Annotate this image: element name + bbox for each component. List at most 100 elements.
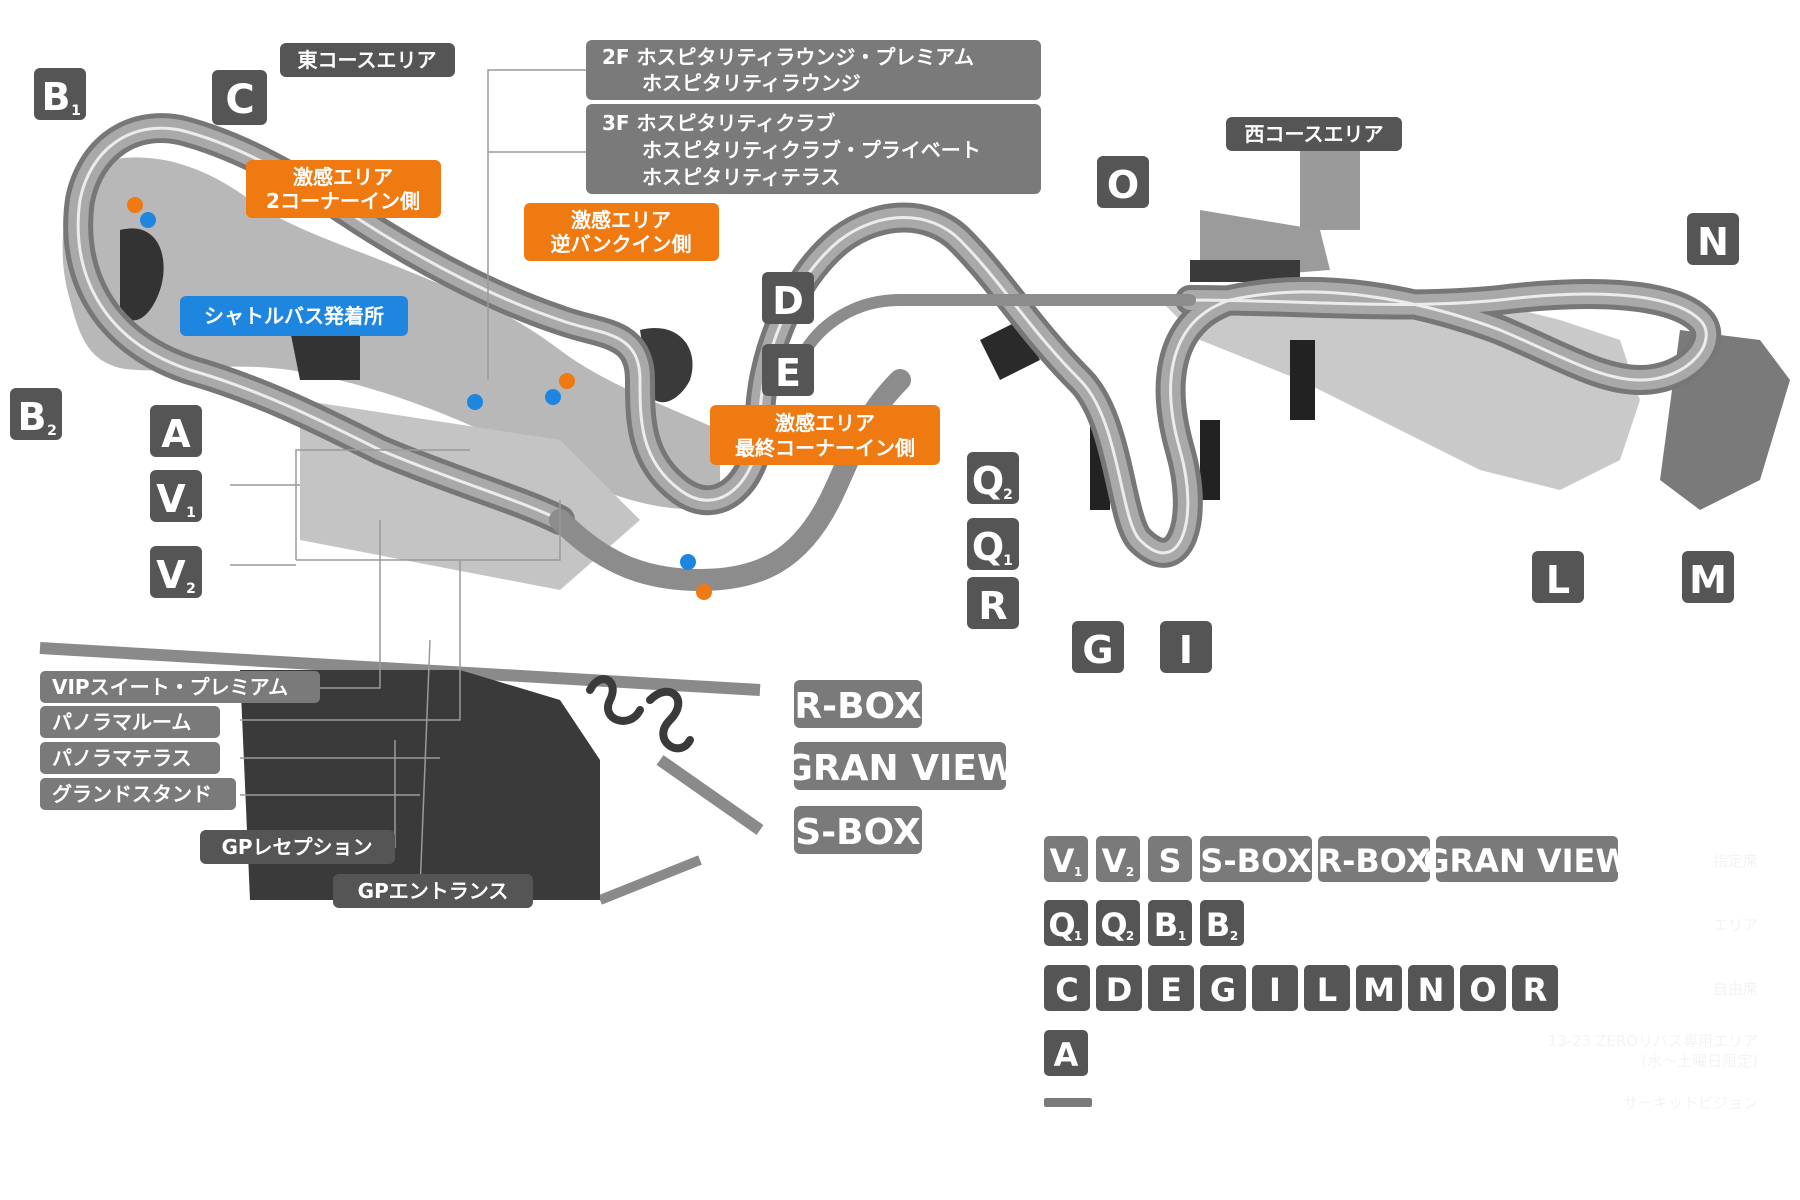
circuit-vision-swatch: [1044, 1098, 1092, 1107]
svg-text:シャトルバス発着所: シャトルバス発着所: [204, 304, 384, 328]
svg-text:ホスピタリティラウンジ: ホスピタリティラウンジ: [642, 71, 861, 95]
svg-text:B: B: [1206, 906, 1230, 944]
svg-text:R: R: [978, 584, 1007, 628]
svg-text:Q: Q: [972, 525, 1004, 569]
svg-text:S-BOX: S-BOX: [1200, 842, 1312, 880]
svg-text:D: D: [1106, 971, 1133, 1009]
svg-text:1: 1: [186, 505, 196, 521]
svg-text:1: 1: [1003, 553, 1013, 569]
legend-badge-v1: V 1: [1044, 836, 1088, 882]
gekikan-reverse-bank-label: 激感エリア 逆バンクイン側: [524, 203, 719, 261]
hospitality-2f-label: 2F ホスピタリティラウンジ・プレミアム ホスピタリティラウンジ: [586, 40, 1041, 100]
svg-text:ホスピタリティクラブ・プライベート: ホスピタリティクラブ・プライベート: [642, 138, 981, 162]
legend-row-circuit-vision: サーキットビジョン: [1044, 1094, 1758, 1112]
zone-badge-i: I: [1160, 621, 1212, 673]
shuttle-marker: [140, 212, 156, 228]
legend-badge-q2: Q 2: [1096, 900, 1140, 946]
svg-text:GPエントランス: GPエントランス: [358, 879, 509, 903]
svg-text:V: V: [1102, 842, 1127, 880]
svg-text:パノラマルーム: パノラマルーム: [52, 710, 191, 734]
svg-text:1: 1: [1178, 929, 1186, 943]
grandstand-label: グランドスタンド: [40, 778, 236, 810]
shuttle-bus-label: シャトルバス発着所: [180, 296, 408, 336]
svg-text:A: A: [161, 412, 191, 456]
svg-text:2: 2: [186, 581, 196, 597]
gekikan-labels: 激感エリア 2コーナーイン側 激感エリア 逆バンクイン側 激感エリア 最終コーナ…: [246, 160, 940, 465]
svg-text:I: I: [1179, 628, 1193, 672]
svg-text:逆バンクイン側: 逆バンクイン側: [551, 232, 692, 256]
svg-text:西コースエリア: 西コースエリア: [1245, 122, 1384, 146]
zone-badge-q1: Q 1: [967, 518, 1019, 570]
svg-text:2F ホスピタリティラウンジ・プレミアム: 2F ホスピタリティラウンジ・プレミアム: [602, 45, 974, 69]
gp-entrance-label: GPエントランス: [333, 874, 533, 908]
svg-text:GRAN VIEW: GRAN VIEW: [783, 748, 1016, 789]
svg-text:M: M: [1363, 971, 1395, 1009]
zone-badge-a: A: [150, 405, 202, 457]
svg-text:GRAN VIEW: GRAN VIEW: [1423, 842, 1630, 880]
legend-badge-gran-view: GRAN VIEW: [1423, 836, 1631, 882]
svg-text:V: V: [156, 477, 186, 521]
legend-badge-q1: Q 1: [1044, 900, 1088, 946]
svg-text:R-BOX: R-BOX: [794, 686, 921, 727]
vip-suite-label: VIPスイート・プレミアム: [40, 671, 320, 703]
zone-badge-b2: B 2: [10, 388, 62, 440]
svg-text:Q: Q: [1048, 906, 1075, 944]
gekikan-corner2-label: 激感エリア 2コーナーイン側: [246, 160, 441, 218]
zone-badge-e: E: [762, 344, 814, 396]
svg-text:E: E: [775, 351, 801, 395]
legend-badge-l: L: [1304, 965, 1350, 1011]
svg-text:O: O: [1107, 163, 1139, 207]
zone-badge-s-box: S-BOX: [794, 806, 922, 854]
panorama-terrace-label: パノラマテラス: [40, 742, 220, 774]
svg-text:2: 2: [1126, 865, 1134, 879]
legend-badge-r-box: R-BOX: [1317, 836, 1431, 882]
shuttle-marker: [680, 554, 696, 570]
svg-text:G: G: [1210, 971, 1236, 1009]
zone-badge-q2: Q 2: [967, 452, 1019, 504]
svg-text:C: C: [1055, 971, 1078, 1009]
zone-badge-g: G: [1072, 621, 1124, 673]
svg-text:2: 2: [1126, 929, 1134, 943]
zone-badge-d: D: [762, 272, 814, 324]
legend-badge-s: S: [1148, 836, 1192, 882]
svg-text:ホスピタリティテラス: ホスピタリティテラス: [642, 165, 840, 189]
svg-text:N: N: [1697, 220, 1729, 264]
svg-text:最終コーナーイン側: 最終コーナーイン側: [735, 436, 915, 460]
hospitality-3f-label: 3F ホスピタリティクラブ ホスピタリティクラブ・プライベート ホスピタリティテ…: [586, 104, 1041, 194]
svg-text:2: 2: [47, 423, 57, 439]
legend-badge-b2: B 2: [1200, 900, 1244, 946]
svg-text:L: L: [1546, 558, 1570, 602]
gekikan-marker: [696, 584, 712, 600]
svg-text:GPレセプション: GPレセプション: [221, 835, 372, 859]
zone-badge-l: L: [1532, 551, 1584, 603]
legend-desc-reserved: 指定席: [1713, 852, 1758, 870]
info-labels: 東コースエリア 2F ホスピタリティラウンジ・プレミアム ホスピタリティラウンジ…: [40, 40, 1402, 908]
zone-badge-gran-view: GRAN VIEW: [783, 742, 1017, 790]
svg-text:1: 1: [1074, 865, 1082, 879]
zone-badge-n: N: [1687, 213, 1739, 265]
svg-text:激感エリア: 激感エリア: [293, 165, 393, 189]
zone-badge-o: O: [1097, 156, 1149, 208]
markers: [127, 197, 712, 600]
svg-text:I: I: [1269, 971, 1281, 1009]
svg-text:Q: Q: [1100, 906, 1127, 944]
svg-text:S: S: [1158, 842, 1181, 880]
shuttle-marker: [467, 394, 483, 410]
legend-badge-r: R: [1512, 965, 1558, 1011]
svg-text:E: E: [1160, 971, 1182, 1009]
gp-reception-label: GPレセプション: [200, 830, 395, 864]
legend-badge-e: E: [1148, 965, 1194, 1011]
svg-text:激感エリア: 激感エリア: [571, 208, 671, 232]
svg-text:B: B: [18, 395, 47, 439]
svg-text:S-BOX: S-BOX: [795, 812, 921, 853]
west-course-label: 西コースエリア: [1226, 117, 1402, 151]
legend-desc-zero-bus-1: 13-23 ZEROリバス専用エリア: [1548, 1032, 1758, 1050]
legend-badge-m: M: [1356, 965, 1402, 1011]
legend-badge-n: N: [1408, 965, 1454, 1011]
zone-badge-r-box: R-BOX: [794, 680, 922, 728]
legend-desc-area: エリア: [1713, 916, 1758, 934]
legend-badge-b1: B 1: [1148, 900, 1192, 946]
zone-badge-r: R: [967, 577, 1019, 629]
legend-row-zero-bus: A 13-23 ZEROリバス専用エリア (水～土曜日限定): [1044, 1030, 1758, 1076]
